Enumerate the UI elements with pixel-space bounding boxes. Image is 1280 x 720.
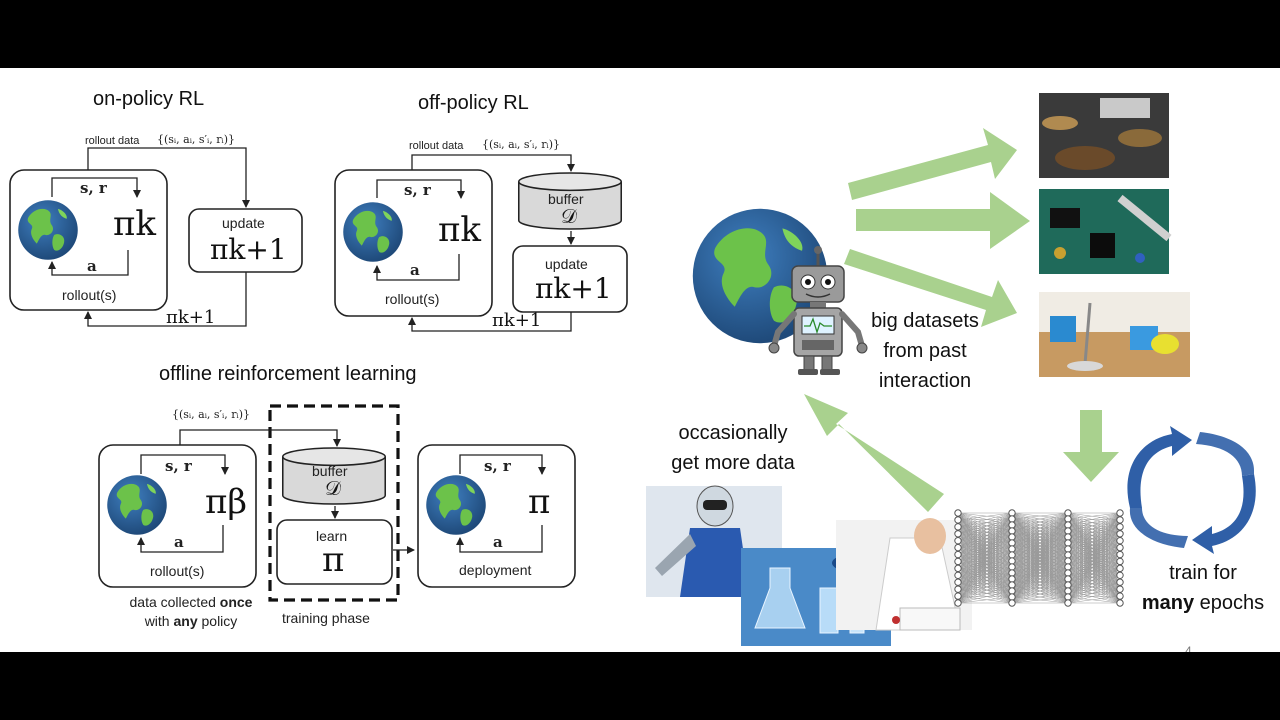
off-policy-feedback-policy: πk+1	[492, 310, 541, 331]
off-policy-title: off-policy RL	[418, 92, 529, 115]
offline-training-phase-label: training phase	[282, 610, 370, 626]
off-policy-state-reward: s, r	[404, 181, 431, 199]
on-policy-tuple: {(sᵢ, aᵢ, s′ᵢ, rᵢ)}	[157, 133, 235, 146]
on-policy-action: a	[87, 257, 97, 275]
offline-deployment-label: deployment	[459, 562, 531, 578]
on-policy-policy: πk	[113, 204, 156, 244]
cycle-arrows-icon	[1127, 426, 1255, 554]
on-policy-next-policy: πk+1	[210, 233, 287, 266]
off-policy-tuple: {(sᵢ, aᵢ, s′ᵢ, rᵢ)}	[482, 138, 560, 151]
offline-learned-policy: π	[322, 540, 344, 580]
on-policy-rollout-label: rollout(s)	[62, 287, 116, 303]
occasionally-caption: occasionally get more data	[652, 418, 814, 478]
world-robot-illustration	[693, 209, 867, 375]
photo-cooking	[1039, 93, 1169, 178]
off-policy-buffer-symbol: 𝒟	[561, 204, 577, 228]
big-datasets-caption: big datasets from past interaction	[855, 306, 995, 396]
on-policy-state-reward: s, r	[80, 179, 107, 197]
slide: on-policy RL rollout data {(sᵢ, aᵢ, s′ᵢ,…	[0, 68, 1280, 652]
offline-deploy-state-reward: s, r	[484, 457, 511, 475]
offline-deploy-policy: π	[528, 482, 550, 522]
offline-title: offline reinforcement learning	[159, 363, 417, 386]
offline-rollout-label: rollout(s)	[150, 563, 204, 579]
offline-action: a	[174, 533, 184, 551]
offline-data-collected-caption: data collected once with any policy	[111, 593, 271, 631]
off-policy-next-policy: πk+1	[535, 272, 612, 305]
offline-state-reward: s, r	[165, 457, 192, 475]
offline-behavior-policy: πβ	[205, 482, 247, 522]
offline-deploy-action: a	[493, 533, 503, 551]
offline-buffer-symbol: 𝒟	[325, 476, 341, 500]
photo-cleaning	[1039, 292, 1190, 377]
off-policy-action: a	[410, 261, 420, 279]
page-number: 4	[1185, 644, 1192, 652]
train-many-epochs-caption: train for many epochs	[1128, 558, 1278, 618]
off-policy-rollout-label: rollout(s)	[385, 291, 439, 307]
offline-tuple: {(sᵢ, aᵢ, s′ᵢ, rᵢ)}	[172, 408, 250, 421]
photo-doctor	[836, 518, 972, 630]
off-policy-update-label: update	[545, 256, 588, 272]
off-policy-rollout-data-label: rollout data	[409, 140, 463, 152]
on-policy-update-label: update	[222, 215, 265, 231]
off-policy-policy: πk	[438, 210, 481, 250]
on-policy-feedback-policy: πk+1	[166, 307, 215, 328]
photo-circuit-board	[1039, 189, 1169, 274]
on-policy-title: on-policy RL	[93, 88, 204, 111]
neural-network-graphic	[955, 510, 1123, 606]
on-policy-rollout-data-label: rollout data	[85, 135, 139, 147]
